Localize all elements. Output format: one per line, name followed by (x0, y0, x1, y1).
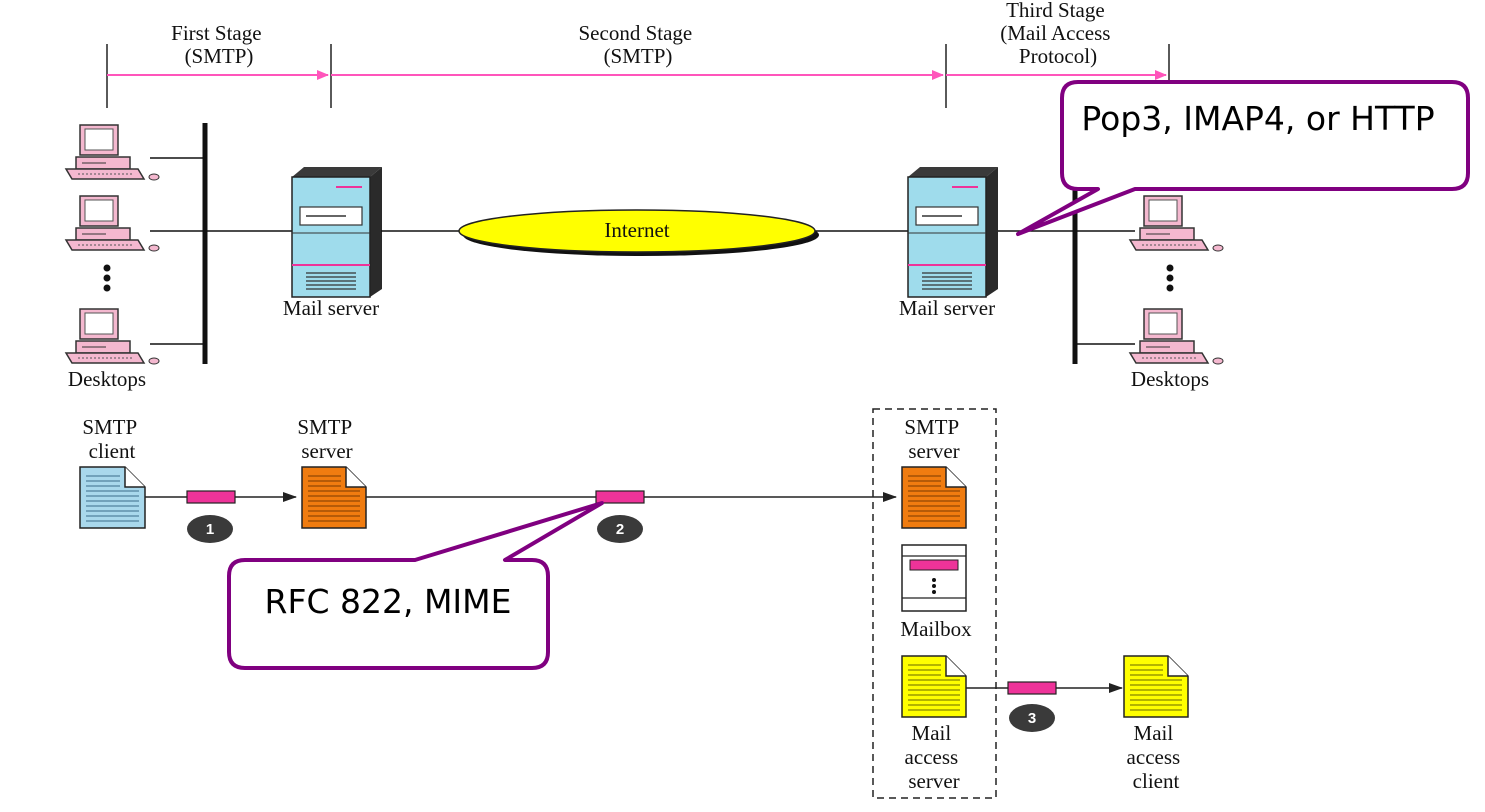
desktop-icon (1129, 308, 1224, 365)
step-3-badge: 3 (1009, 704, 1055, 732)
step-1-badge: 1 (187, 515, 233, 543)
mail-access-client: Mail access client (1123, 655, 1189, 793)
mail-server-left-label: Mail server (283, 296, 379, 320)
stage-headers: First Stage (SMTP) Second Stage (SMTP) T… (106, 0, 1170, 108)
mail-server-right-label: Mail server (899, 296, 995, 320)
desktop-icon (65, 308, 160, 365)
step-2-badge: 2 (597, 515, 643, 543)
first-stage-label: First Stage (SMTP) (171, 21, 267, 68)
mailbox: Mailbox (900, 544, 972, 641)
desktops-left-label: Desktops (68, 367, 146, 391)
packet-3 (1007, 681, 1057, 695)
ellipsis-icon (103, 264, 111, 292)
message-format-text: RFC 822, MIME (265, 582, 512, 621)
mail-server-left-icon (291, 166, 383, 298)
mail-access-client-label: Mail access client (1127, 721, 1186, 793)
mail-access-server: Mail access server (901, 655, 967, 793)
smtp-server-2: SMTP server (901, 415, 967, 529)
mail-access-server-label: Mail access server (905, 721, 964, 793)
packet-2 (595, 490, 645, 504)
smtp-client-label: SMTP client (82, 415, 141, 463)
access-protocol-text: Pop3, IMAP4, or HTTP (1081, 99, 1434, 138)
packet-1 (186, 490, 236, 504)
left-lan: Desktops (65, 123, 292, 391)
message-format-callout: RFC 822, MIME (227, 501, 604, 670)
smtp-server-1: SMTP server (297, 415, 367, 529)
svg-text:2: 2 (616, 521, 624, 538)
internet-cloud (458, 209, 816, 253)
second-stage-label: Second Stage (SMTP) (579, 21, 698, 68)
smtp-client: SMTP client (79, 415, 146, 529)
smtp-server-2-label: SMTP server (904, 415, 963, 463)
mail-server-right-icon (907, 166, 999, 298)
mailbox-label: Mailbox (900, 617, 972, 641)
receiver-box (872, 408, 997, 799)
desktop-icon (1129, 195, 1224, 252)
smtp-server-1-label: SMTP server (297, 415, 356, 463)
access-protocol-callout: Pop3, IMAP4, or HTTP (1016, 80, 1470, 236)
desktops-right-label: Desktops (1131, 367, 1209, 391)
internet-label: Internet (604, 218, 669, 242)
svg-text:1: 1 (206, 521, 214, 538)
right-lan: Desktops (998, 123, 1224, 391)
ellipsis-icon (1166, 264, 1174, 292)
third-stage-label: Third Stage (Mail Access Protocol) (1000, 0, 1115, 68)
svg-text:3: 3 (1028, 710, 1036, 727)
desktop-icon (65, 124, 160, 181)
desktop-icon (65, 195, 160, 252)
